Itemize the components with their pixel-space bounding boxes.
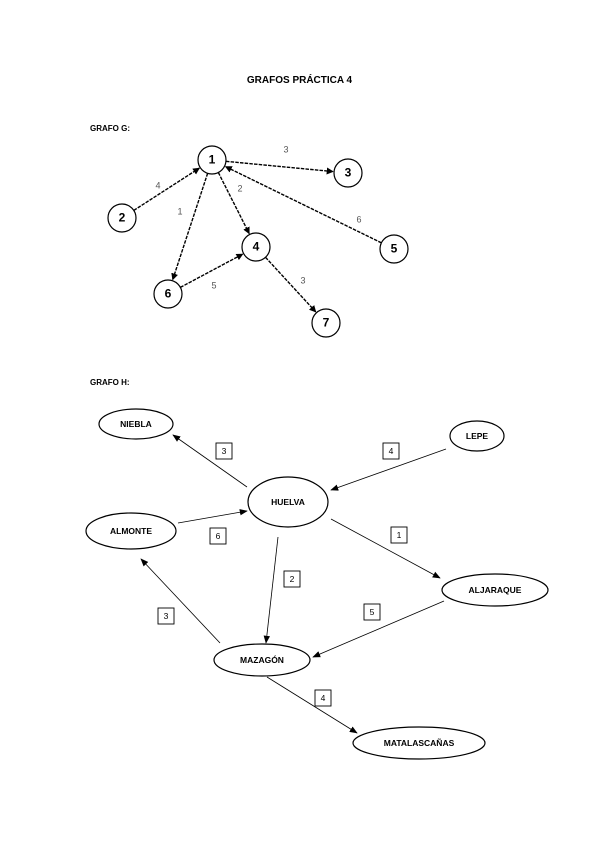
graph-h-node-ellipse: [247, 476, 329, 528]
graph-g-edges: 3 4 2 1 6 5 3: [133, 144, 382, 313]
graph-h-edge-mazagon-almonte: [140, 558, 221, 644]
graph-g-node-label: 2: [119, 211, 126, 225]
graph-g-edge-weight: 3: [300, 275, 305, 285]
graph-g-edge-1-3: [225, 160, 334, 175]
graph-h-node-label: NIEBLA: [120, 419, 152, 429]
graph-g-node-circle: [107, 203, 137, 233]
graph-g-label: GRAFO G:: [90, 124, 130, 133]
graph-h-label: GRAFO H:: [90, 378, 130, 387]
graph-g-node-label: 4: [253, 240, 260, 254]
graph-g-node-1: 1: [197, 145, 227, 175]
graph-g-edge-1-6: [171, 173, 209, 281]
graph-h-node-ellipse: [441, 573, 549, 607]
graph-h-weight-box: [215, 442, 233, 460]
graph-h-node-label: MATALASCAÑAS: [384, 738, 455, 748]
graph-g-edge-6-4: [180, 253, 244, 289]
graph-g-node-circle: [311, 308, 341, 338]
graph-h-node-ellipse: [98, 408, 174, 440]
graph-h-edge-weight: 6: [216, 531, 221, 541]
graph-h-edge-huelva-aljaraque: [330, 518, 441, 579]
graph-h-edge-huelva-niebla: [172, 434, 248, 488]
graph-h-node-label: MAZAGÓN: [240, 654, 284, 665]
graph-g-nodes: 1 2 3 4 5 6 7: [107, 145, 409, 338]
graph-h-node-label: LEPE: [466, 431, 489, 441]
graph-h-edge-weight: 4: [389, 446, 394, 456]
graph-g-edge-4-7: [264, 256, 317, 313]
graph-h-edges: 3 4 6 1 2 5 3 4: [140, 434, 447, 734]
graph-h-edge-huelva-mazagon: [263, 536, 279, 644]
graph-g-node-circle: [153, 279, 183, 309]
graph-h-edge-weight: 1: [397, 530, 402, 540]
graph-h-weight-box: [363, 603, 381, 621]
graph-g-node-circle: [197, 145, 227, 175]
graph-h-node-label: HUELVA: [271, 497, 305, 507]
graph-h-node-ellipse: [449, 420, 505, 452]
graph-h-weight-box: [209, 527, 227, 545]
graph-g-node-7: 7: [311, 308, 341, 338]
graph-h-weight-box: [283, 570, 301, 588]
graph-g-node-circle: [333, 158, 363, 188]
graph-h-node-ellipse: [213, 643, 311, 677]
graph-h-node-ellipse: [85, 512, 177, 550]
graph-g-node-label: 3: [345, 166, 352, 180]
graph-h-edge-weight: 3: [164, 611, 169, 621]
graph-h-edge-almonte-huelva: [177, 509, 248, 524]
graph-h-edge-mazagon-matalascanas: [266, 676, 358, 734]
graph-h-edge-lepe-huelva: [330, 448, 447, 491]
graph-h-node-almonte: ALMONTE: [85, 512, 177, 550]
graph-g-node-4: 4: [241, 232, 271, 262]
graph-g-node-label: 6: [165, 287, 172, 301]
graph-h-edge-weight: 5: [370, 607, 375, 617]
graph-g-node-5: 5: [379, 234, 409, 264]
graph-g-node-3: 3: [333, 158, 363, 188]
graph-h-node-ellipse: [352, 726, 486, 760]
graph-h-edge-weight: 2: [290, 574, 295, 584]
graph-h-edge-aljaraque-mazagon: [312, 600, 445, 658]
graph-g-node-2: 2: [107, 203, 137, 233]
graph-h-nodes: NIEBLA LEPE HUELVA ALMONTE ALJARAQUE MAZAGÓN M…: [85, 408, 549, 760]
graph-g-edge-weight: 1: [177, 206, 182, 216]
graph-h-node-huelva: HUELVA: [247, 476, 329, 528]
graph-h-weight-box: [157, 607, 175, 625]
graph-h-node-matalascanas: MATALASCAÑAS: [352, 726, 486, 760]
graph-h-node-niebla: NIEBLA: [98, 408, 174, 440]
graph-g-node-label: 1: [209, 153, 216, 167]
graph-g-edge-5-1: [224, 165, 382, 244]
graph-h-node-mazagon: MAZAGÓN: [213, 643, 311, 677]
graph-g-node-label: 7: [323, 316, 330, 330]
graph-g-edge-weight: 3: [283, 144, 288, 154]
graph-g-edge-2-1: [133, 167, 200, 212]
graph-h-weight-box: [390, 526, 408, 544]
graph-g-node-circle: [379, 234, 409, 264]
graph-h-edge-weight: 3: [222, 446, 227, 456]
graph-h-node-label: ALJARAQUE: [469, 585, 522, 595]
graph-g-edge-weight: 2: [237, 183, 242, 193]
graph-g-node-circle: [241, 232, 271, 262]
graph-h-node-label: ALMONTE: [110, 526, 152, 536]
graph-h-weight-box: [382, 442, 400, 460]
graph-g-edge-weight: 4: [155, 180, 160, 190]
graph-g-edge-1-4: [217, 172, 250, 235]
graph-h-node-lepe: LEPE: [449, 420, 505, 452]
graph-g-node-6: 6: [153, 279, 183, 309]
page-title: GRAFOS PRÁCTICA 4: [246, 75, 353, 86]
graph-h-node-aljaraque: ALJARAQUE: [441, 573, 549, 607]
graph-h-weight-box: [314, 689, 332, 707]
graph-h-edge-weight: 4: [321, 693, 326, 703]
graph-g-node-label: 5: [391, 242, 398, 256]
graph-g-edge-weight: 5: [211, 280, 216, 290]
graph-g-edge-weight: 6: [356, 214, 361, 224]
